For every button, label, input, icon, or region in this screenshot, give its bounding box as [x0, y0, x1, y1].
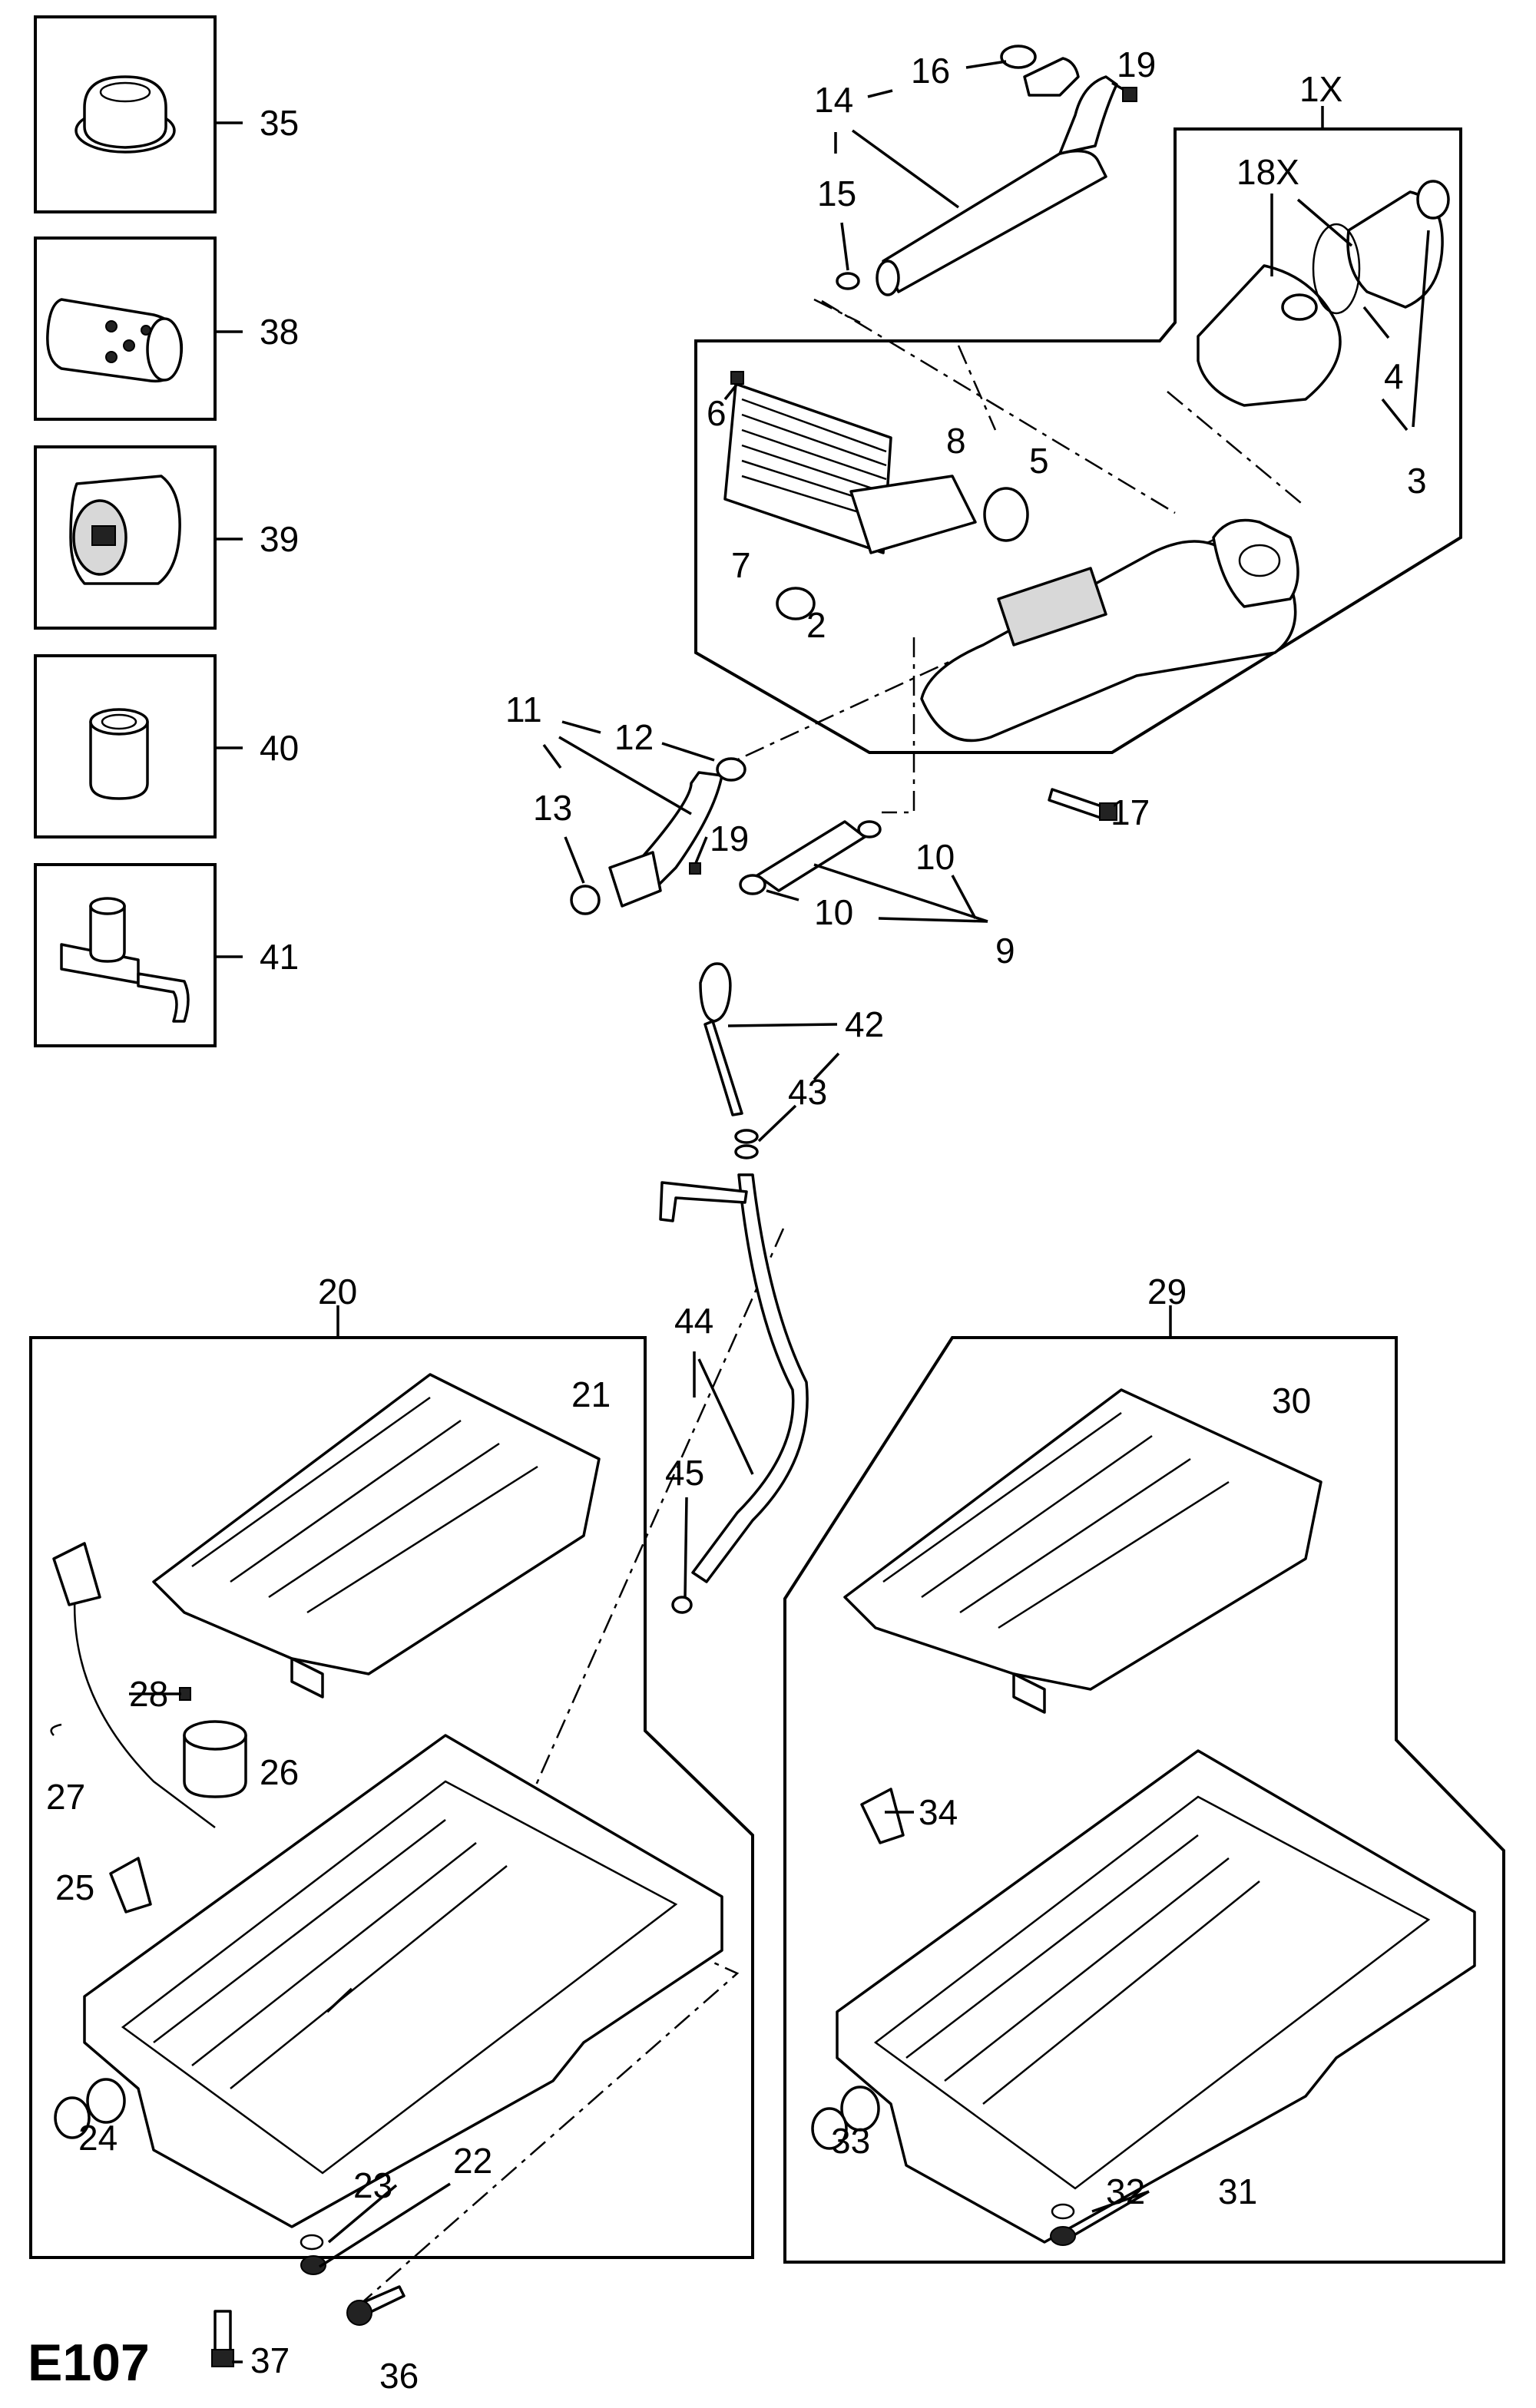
callout-36: 36 [379, 2356, 419, 2396]
oil-pan-31 [811, 1749, 1476, 2246]
oil-filter-cap [1312, 180, 1450, 315]
dipstick-42 [699, 962, 759, 1159]
inset-box-35 [34, 15, 243, 213]
callout-8: 8 [946, 421, 966, 461]
gaskets-2-5-8 [730, 371, 1029, 620]
callout-9: 9 [995, 931, 1015, 971]
callout-12: 12 [614, 717, 654, 757]
baffle-21 [152, 1373, 601, 1698]
callout-14: 14 [814, 80, 853, 120]
callout-43: 43 [788, 1072, 827, 1112]
callout-3: 3 [1407, 461, 1427, 501]
callout-31: 31 [1218, 2172, 1257, 2211]
callout-6: 6 [707, 393, 727, 433]
callout-1X: 1X [1299, 69, 1342, 109]
oil-pan-frame-20 [29, 1305, 754, 2259]
callout-42: 42 [845, 1004, 884, 1044]
callout-30: 30 [1272, 1381, 1311, 1421]
callout-11: 11 [505, 690, 542, 729]
callout-26: 26 [260, 1752, 299, 1792]
callout-23: 23 [353, 2165, 392, 2205]
oil-filter-element [1197, 264, 1342, 407]
oil-cooler-7 [723, 382, 892, 554]
diagram-code: E107 [28, 2334, 150, 2392]
callout-29: 29 [1147, 1272, 1187, 1312]
baffle-30 [843, 1388, 1322, 1714]
callout-4: 4 [1384, 356, 1404, 396]
callout-39: 39 [260, 519, 299, 559]
callout-27: 27 [46, 1777, 85, 1817]
callout-5: 5 [1029, 441, 1049, 481]
oil-level-sensor-26 [50, 1542, 247, 1914]
callout-7: 7 [731, 545, 751, 585]
callout-25: 25 [55, 1867, 94, 1907]
callout-2: 2 [806, 605, 826, 645]
callout-34: 34 [919, 1792, 958, 1832]
callout-16: 16 [911, 51, 950, 91]
bolts-36-37 [211, 2285, 406, 2367]
callout-41: 41 [260, 937, 299, 977]
callout-37: 37 [250, 2340, 290, 2380]
bolt-17 [1048, 788, 1117, 821]
callout-35: 35 [260, 103, 299, 143]
callout-33: 33 [831, 2121, 870, 2161]
oil-pan-22 [54, 1734, 723, 2275]
callout-22: 22 [453, 2141, 492, 2181]
dipstick-guide-tube-44 [659, 1173, 809, 1614]
callout-20: 20 [318, 1272, 357, 1312]
callout-28: 28 [129, 1674, 168, 1714]
callout-19-top: 19 [1117, 45, 1156, 84]
callout-10-upper: 10 [915, 837, 955, 877]
inset-box-40 [34, 654, 243, 838]
oil-filter-housing-frame [694, 127, 1462, 754]
inset-box-41 [34, 863, 243, 1047]
inset-box-39 [34, 445, 243, 630]
callout-24: 24 [78, 2118, 118, 2158]
callout-32: 32 [1106, 2172, 1145, 2211]
callout-44: 44 [674, 1301, 713, 1341]
callout-19-mid: 19 [710, 819, 749, 858]
pipe-11 [570, 757, 746, 915]
oil-cooler-pipe-14 [836, 45, 1137, 296]
callout-21: 21 [571, 1374, 611, 1414]
callout-13: 13 [533, 788, 572, 828]
callout-18X: 18X [1236, 152, 1299, 192]
inset-box-38 [34, 237, 243, 421]
callout-10-lower: 10 [814, 892, 853, 932]
callout-labels: 1X 2 3 4 5 6 7 8 9 10 10 11 12 13 14 15 … [46, 45, 1427, 2396]
callout-40: 40 [260, 728, 299, 768]
callout-45: 45 [665, 1453, 704, 1493]
callout-15: 15 [817, 174, 856, 213]
callout-17: 17 [1111, 792, 1150, 832]
leader-lines [129, 60, 1430, 2363]
oil-pan-frame-29 [783, 1305, 1505, 2264]
pipe-9 [739, 820, 882, 895]
callout-38: 38 [260, 312, 299, 352]
oil-filter-housing [920, 518, 1299, 743]
